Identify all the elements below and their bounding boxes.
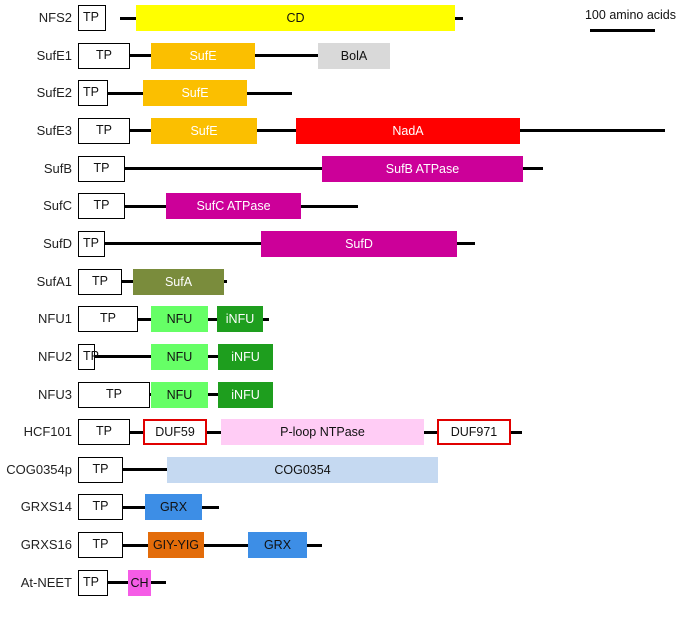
protein-backbone [150, 393, 273, 396]
domain-p-loop-ntpase: P-loop NTPase [221, 419, 424, 446]
domain-sufc-atpase: SufC ATPase [166, 193, 301, 220]
scale-label: 100 amino acids [584, 8, 677, 22]
protein-label: SufB [43, 160, 72, 176]
domain-infu: iNFU [218, 343, 273, 370]
protein-label: HCF101 [23, 424, 72, 440]
protein-label: NFU3 [38, 386, 72, 402]
scale-bar [590, 29, 655, 32]
domain-grx: GRX [248, 532, 307, 559]
domain-duf59: DUF59 [143, 419, 207, 446]
protein-backbone [123, 543, 322, 547]
domain-grx: GRX [145, 494, 202, 521]
domain-cd: CD [136, 5, 455, 31]
protein-label: NFS2 [38, 10, 72, 25]
domain-tp: TP [78, 117, 130, 144]
domain-giy-yig: GIY-YIG [148, 532, 204, 559]
protein-label: SufE1 [36, 47, 72, 63]
protein-label: SufC [43, 198, 72, 214]
domain-tp: TP [78, 306, 138, 333]
domain-sufe: SufE [151, 42, 255, 69]
protein-label: GRXS14 [20, 499, 72, 515]
domain-sufe: SufE [151, 117, 257, 144]
domain-tp: TP [78, 419, 130, 446]
domain-infu: iNFU [217, 306, 263, 333]
protein-label: SufE2 [36, 85, 72, 101]
protein-backbone [130, 54, 390, 58]
domain-sufa: SufA [133, 268, 224, 295]
domain-tp: TP [78, 80, 108, 107]
protein-label: SufD [43, 235, 72, 251]
domain-sufb-atpase: SufB ATPase [322, 155, 523, 182]
domain-tp: TP [78, 532, 123, 559]
domain-duf971: DUF971 [437, 419, 511, 446]
domain-tp: TP [78, 343, 99, 370]
protein-label: COG0354p [6, 461, 72, 477]
protein-label: SufE3 [36, 122, 72, 138]
domain-sufe: SufE [143, 80, 247, 107]
domain-bola: BolA [318, 42, 390, 69]
domain-tp: TP [78, 268, 122, 295]
domain-nada: NadA [296, 117, 520, 144]
domain-tp: TP [78, 456, 123, 483]
protein-label: GRXS16 [20, 537, 72, 553]
domain-nfu: NFU [151, 306, 208, 333]
domain-tp: TP [78, 155, 125, 182]
domain-infu: iNFU [218, 381, 273, 408]
domain-tp: TP [78, 494, 123, 521]
domain-nfu: NFU [151, 381, 208, 408]
protein-label: NFU2 [38, 348, 72, 364]
protein-label: NFU1 [38, 311, 72, 327]
domain-tp: TP [78, 42, 130, 69]
domain-tp: TP [78, 569, 108, 596]
domain-tp: TP [78, 5, 106, 31]
domain-tp: TP [78, 381, 150, 408]
protein-label: SufA1 [36, 273, 72, 289]
domain-sufd: SufD [261, 230, 457, 257]
domain-ch: CH [128, 569, 151, 596]
domain-cog0354: COG0354 [167, 456, 438, 483]
domain-tp: TP [78, 230, 105, 257]
domain-nfu: NFU [151, 343, 208, 370]
domain-tp: TP [78, 193, 125, 220]
protein-label: At-NEET [20, 574, 72, 590]
